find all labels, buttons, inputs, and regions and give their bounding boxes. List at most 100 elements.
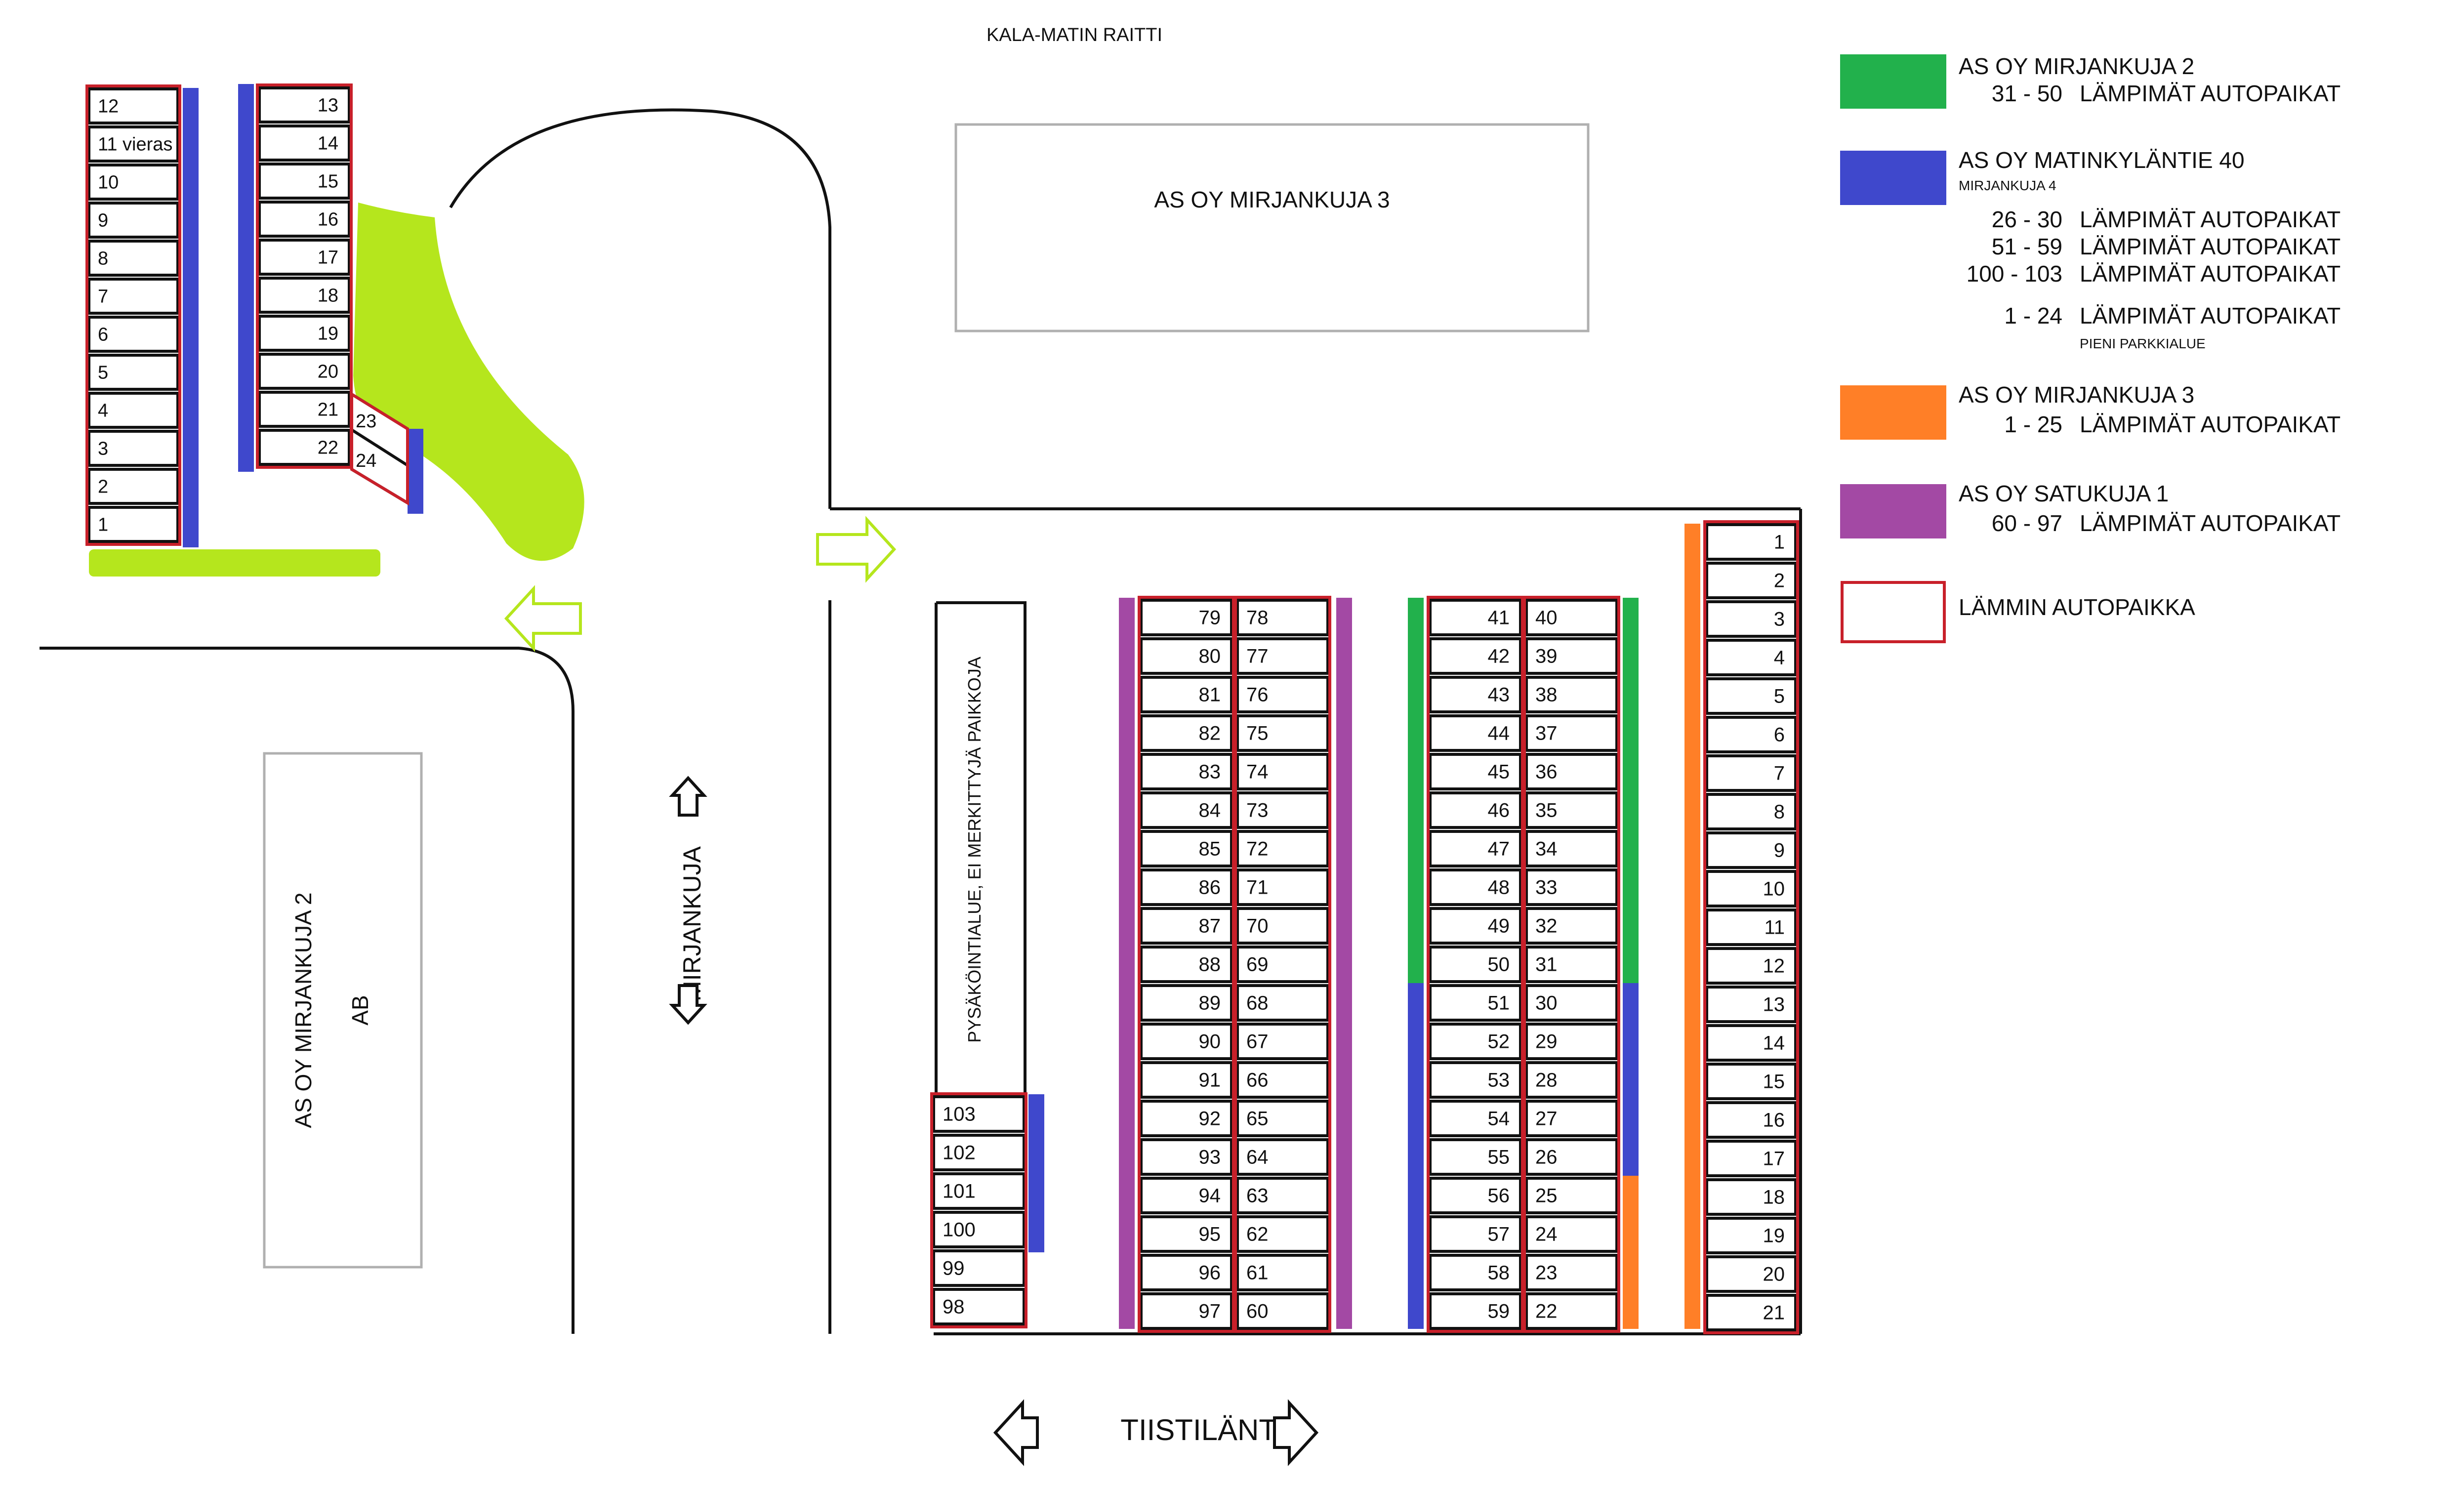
parking-spot[interactable]: 49 — [1429, 907, 1522, 945]
parking-spot[interactable]: 74 — [1236, 753, 1329, 790]
parking-spot[interactable]: 56 — [1429, 1177, 1522, 1214]
parking-spot[interactable]: 85 — [1140, 830, 1233, 867]
parking-spot[interactable]: 71 — [1236, 868, 1329, 906]
parking-spot[interactable]: 70 — [1236, 907, 1329, 945]
parking-spot[interactable]: 8 — [87, 240, 179, 277]
parking-spot[interactable]: 2 — [1705, 562, 1797, 599]
parking-spot[interactable]: 89 — [1140, 984, 1233, 1022]
parking-spot[interactable]: 103 — [932, 1095, 1026, 1133]
parking-spot[interactable]: 12 — [87, 87, 179, 124]
parking-spot[interactable]: 60 — [1236, 1292, 1329, 1330]
parking-spot[interactable]: 21 — [258, 391, 351, 428]
parking-spot[interactable]: 86 — [1140, 868, 1233, 906]
parking-spot[interactable]: 2 — [87, 468, 179, 505]
parking-spot[interactable]: 28 — [1525, 1061, 1618, 1099]
parking-spot[interactable]: 17 — [1705, 1140, 1797, 1177]
parking-spot[interactable]: 3 — [1705, 600, 1797, 638]
parking-spot[interactable]: 13 — [258, 86, 351, 124]
parking-spot[interactable]: 1 — [87, 506, 179, 543]
parking-spot[interactable]: 41 — [1429, 599, 1522, 636]
parking-spot[interactable]: 45 — [1429, 753, 1522, 790]
parking-spot[interactable]: 88 — [1140, 946, 1233, 983]
parking-spot[interactable]: 38 — [1525, 676, 1618, 713]
parking-spot[interactable]: 64 — [1236, 1138, 1329, 1176]
parking-spot[interactable]: 18 — [1705, 1178, 1797, 1216]
parking-spot[interactable]: 15 — [1705, 1063, 1797, 1100]
parking-spot[interactable]: 93 — [1140, 1138, 1233, 1176]
parking-spot[interactable]: 7 — [87, 278, 179, 315]
parking-spot[interactable]: 95 — [1140, 1215, 1233, 1253]
parking-spot[interactable]: 37 — [1525, 714, 1618, 752]
parking-spot[interactable]: 19 — [258, 315, 351, 352]
parking-spot[interactable]: 52 — [1429, 1023, 1522, 1060]
parking-spot[interactable]: 51 — [1429, 984, 1522, 1022]
parking-spot[interactable]: 50 — [1429, 946, 1522, 983]
parking-spot-number[interactable]: 24 — [356, 451, 376, 471]
parking-spot[interactable]: 16 — [1705, 1101, 1797, 1139]
parking-spot[interactable]: 72 — [1236, 830, 1329, 867]
parking-spot[interactable]: 97 — [1140, 1292, 1233, 1330]
parking-spot[interactable]: 25 — [1525, 1177, 1618, 1214]
parking-spot[interactable]: 17 — [258, 239, 351, 276]
parking-spot[interactable]: 6 — [1705, 716, 1797, 753]
parking-spot[interactable]: 5 — [87, 354, 179, 391]
parking-spot[interactable]: 48 — [1429, 868, 1522, 906]
parking-spot[interactable]: 4 — [1705, 639, 1797, 676]
parking-spot[interactable]: 29 — [1525, 1023, 1618, 1060]
parking-spot[interactable]: 22 — [1525, 1292, 1618, 1330]
parking-spot[interactable]: 33 — [1525, 868, 1618, 906]
parking-spot[interactable]: 4 — [87, 392, 179, 429]
parking-spot[interactable]: 7 — [1705, 754, 1797, 792]
parking-spot[interactable]: 19 — [1705, 1217, 1797, 1254]
parking-spot[interactable]: 12 — [1705, 947, 1797, 985]
parking-spot[interactable]: 8 — [1705, 793, 1797, 830]
parking-spot[interactable]: 42 — [1429, 637, 1522, 675]
parking-spot[interactable]: 90 — [1140, 1023, 1233, 1060]
parking-spot[interactable]: 21 — [1705, 1294, 1797, 1331]
parking-spot[interactable]: 78 — [1236, 599, 1329, 636]
parking-spot[interactable]: 67 — [1236, 1023, 1329, 1060]
parking-spot[interactable]: 26 — [1525, 1138, 1618, 1176]
parking-spot[interactable]: 20 — [1705, 1255, 1797, 1293]
parking-spot[interactable]: 62 — [1236, 1215, 1329, 1253]
parking-spot[interactable]: 68 — [1236, 984, 1329, 1022]
parking-spot[interactable]: 30 — [1525, 984, 1618, 1022]
parking-spot[interactable]: 87 — [1140, 907, 1233, 945]
parking-spot[interactable]: 5 — [1705, 677, 1797, 715]
parking-spot[interactable]: 3 — [87, 430, 179, 467]
parking-spot[interactable]: 14 — [1705, 1024, 1797, 1062]
parking-spot[interactable]: 101 — [932, 1172, 1026, 1210]
parking-spot[interactable]: 35 — [1525, 791, 1618, 829]
parking-spot[interactable]: 59 — [1429, 1292, 1522, 1330]
parking-spot[interactable]: 27 — [1525, 1100, 1618, 1137]
parking-spot[interactable]: 15 — [258, 163, 351, 200]
parking-spot[interactable]: 36 — [1525, 753, 1618, 790]
parking-spot[interactable]: 98 — [932, 1288, 1026, 1325]
parking-spot[interactable]: 34 — [1525, 830, 1618, 867]
parking-spot[interactable]: 76 — [1236, 676, 1329, 713]
parking-spot[interactable]: 92 — [1140, 1100, 1233, 1137]
parking-spot[interactable]: 10 — [1705, 870, 1797, 908]
parking-spot[interactable]: 83 — [1140, 753, 1233, 790]
parking-spot[interactable]: 40 — [1525, 599, 1618, 636]
parking-spot[interactable]: 82 — [1140, 714, 1233, 752]
parking-spot[interactable]: 24 — [1525, 1215, 1618, 1253]
parking-spot[interactable]: 79 — [1140, 599, 1233, 636]
parking-spot[interactable]: 10 — [87, 164, 179, 201]
parking-spot[interactable]: 57 — [1429, 1215, 1522, 1253]
parking-spot[interactable]: 11 — [1705, 908, 1797, 946]
parking-spot-number[interactable]: 23 — [356, 411, 376, 432]
parking-spot[interactable]: 73 — [1236, 791, 1329, 829]
parking-spot[interactable]: 99 — [932, 1249, 1026, 1287]
parking-spot[interactable]: 20 — [258, 353, 351, 390]
parking-spot[interactable]: 23 — [1525, 1254, 1618, 1291]
parking-spot[interactable]: 16 — [258, 201, 351, 238]
parking-spot[interactable]: 61 — [1236, 1254, 1329, 1291]
parking-spot[interactable]: 102 — [932, 1134, 1026, 1171]
parking-spot[interactable]: 80 — [1140, 637, 1233, 675]
parking-spot[interactable]: 47 — [1429, 830, 1522, 867]
parking-spot[interactable]: 94 — [1140, 1177, 1233, 1214]
parking-spot[interactable]: 43 — [1429, 676, 1522, 713]
parking-spot[interactable]: 14 — [258, 124, 351, 162]
parking-spot[interactable]: 96 — [1140, 1254, 1233, 1291]
